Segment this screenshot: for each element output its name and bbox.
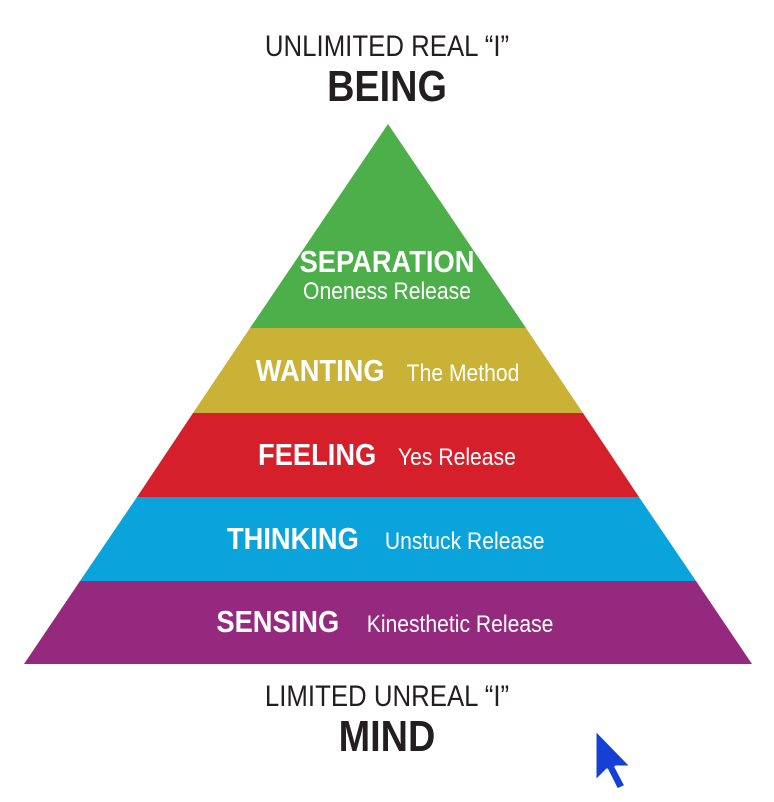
bottom-caption: LIMITED UNREAL “I” MIND xyxy=(0,680,774,760)
level-label-sensing: SENSING Kinesthetic Release xyxy=(0,604,774,640)
level-name: SENSING xyxy=(216,604,340,639)
mouse-pointer-icon xyxy=(593,727,634,792)
bottom-title: MIND xyxy=(338,712,436,761)
level-method: Yes Release xyxy=(398,444,517,471)
level-method: Oneness Release xyxy=(303,278,471,305)
level-name: WANTING xyxy=(255,353,385,388)
pyramid-band-separation xyxy=(250,124,526,328)
level-name: FEELING xyxy=(257,437,376,472)
level-label-wanting: WANTING The Method xyxy=(0,353,774,389)
level-name: THINKING xyxy=(227,521,359,556)
level-method: The Method xyxy=(407,360,520,387)
pyramid-band-wanting xyxy=(193,328,583,413)
level-label-feeling: FEELING Yes Release xyxy=(0,437,774,473)
top-subtitle: UNLIMITED REAL “I” xyxy=(264,30,510,63)
level-method: Unstuck Release xyxy=(385,528,545,555)
top-caption: UNLIMITED REAL “I” BEING xyxy=(0,30,774,110)
pyramid-band-thinking xyxy=(80,497,696,581)
level-label-separation: SEPARATION Oneness Release xyxy=(0,244,774,306)
level-name: SEPARATION xyxy=(299,244,475,279)
top-title: BEING xyxy=(327,62,447,111)
bottom-subtitle: LIMITED UNREAL “I” xyxy=(264,680,510,713)
level-label-thinking: THINKING Unstuck Release xyxy=(0,521,774,557)
pyramid-band-feeling xyxy=(137,413,639,497)
pyramid-band-sensing xyxy=(24,581,752,664)
level-method: Kinesthetic Release xyxy=(366,611,554,638)
